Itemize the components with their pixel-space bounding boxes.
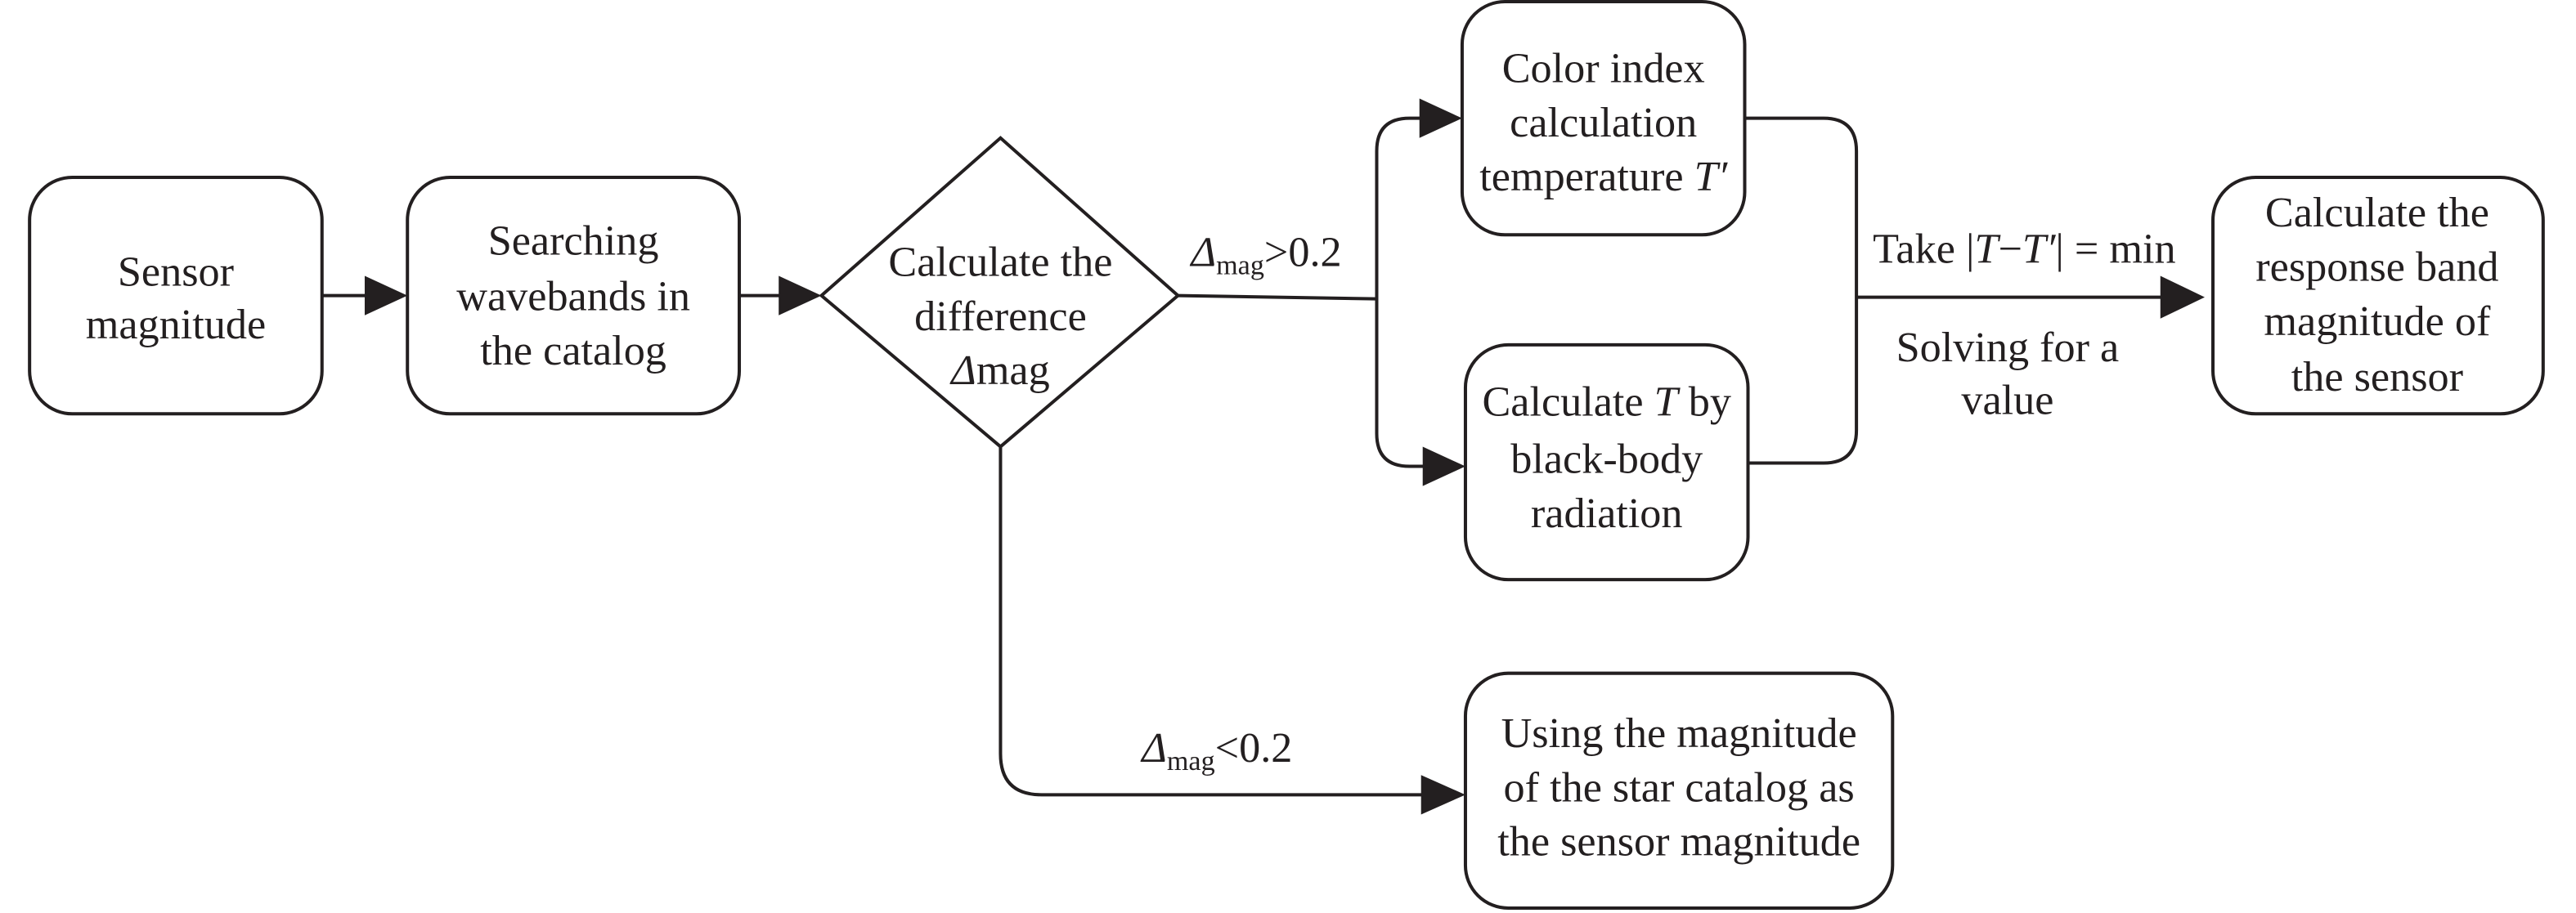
- decision-difference: Calculate the difference Δmag: [819, 136, 1181, 450]
- node-text: difference: [914, 293, 1087, 340]
- node-text: the catalog: [480, 327, 666, 374]
- edge-merge-bracket: [1744, 116, 1859, 465]
- node-text: Sensor: [118, 248, 234, 296]
- label-take-min: Take |T−T′| = min: [1873, 225, 2175, 272]
- node-text: black-body: [1510, 436, 1703, 483]
- edge-diamond-less: [999, 446, 1426, 797]
- node-text: Δmag: [949, 347, 1050, 394]
- node-text: radiation: [1531, 490, 1683, 537]
- arrow-head: [1420, 775, 1465, 815]
- node-text: magnitude of: [2264, 298, 2491, 345]
- node-text: Calculate the: [888, 239, 1112, 286]
- node-color-index: Color index calculation temperature T′: [1460, 0, 1747, 237]
- node-text: calculation: [1510, 99, 1697, 146]
- label-solving: Solving for a: [1896, 324, 2120, 371]
- node-box: [1463, 671, 1895, 910]
- node-text: the sensor: [2291, 353, 2463, 401]
- node-catalog-magnitude: Using the magnitude of the star catalog …: [1463, 671, 1895, 910]
- decision-diamond: [819, 136, 1181, 450]
- label-less: Δmag<0.2: [1140, 724, 1292, 776]
- node-text: Calculate T by: [1482, 378, 1731, 425]
- node-search-wavebands: Searching wavebands in the catalog: [406, 175, 742, 416]
- node-box: [1460, 0, 1747, 237]
- node-text: Searching: [488, 217, 659, 264]
- label-greater: Δmag>0.2: [1189, 228, 1341, 280]
- edge-diamond-greater: [1178, 293, 1377, 301]
- node-box: [1463, 342, 1750, 582]
- connectors: [321, 98, 2205, 815]
- arrow-head: [364, 275, 408, 316]
- edge-split-bracket: [1375, 116, 1426, 468]
- node-text: wavebands in: [456, 273, 690, 320]
- node-box: [28, 175, 324, 416]
- arrow-head: [779, 275, 822, 316]
- node-box: [2211, 175, 2545, 416]
- arrow-head: [1422, 446, 1465, 486]
- node-text: the sensor magnitude: [1497, 818, 1860, 866]
- node-text: Color index: [1502, 44, 1705, 92]
- label-solving: value: [1961, 376, 2053, 423]
- node-text: magnitude: [86, 301, 266, 348]
- node-black-body: Calculate T by black-body radiation: [1463, 342, 1750, 582]
- arrow-head: [1419, 98, 1462, 138]
- node-sensor-magnitude: Sensor magnitude: [28, 175, 324, 416]
- node-text: Calculate the: [2265, 189, 2489, 236]
- node-text: of the star catalog as: [1504, 763, 1855, 811]
- arrow-head: [2160, 275, 2205, 319]
- node-text: temperature T′: [1479, 153, 1728, 200]
- node-box: [406, 175, 742, 416]
- node-text: Using the magnitude: [1501, 709, 1857, 757]
- node-response-band: Calculate the response band magnitude of…: [2211, 175, 2545, 416]
- node-text: response band: [2255, 244, 2498, 291]
